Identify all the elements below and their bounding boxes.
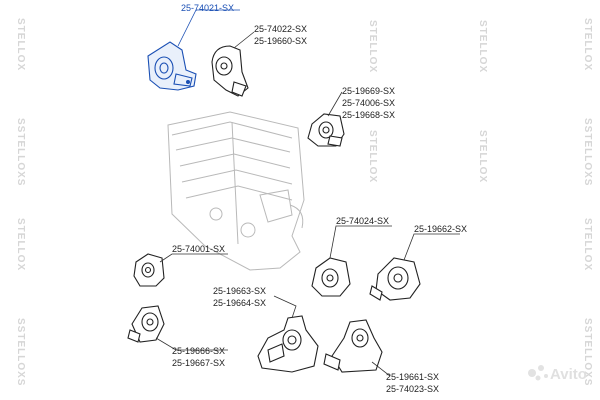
mount-25-74021: 25-74021-SX <box>147 3 240 91</box>
label-25-19664: 25-19664-SX <box>213 298 266 308</box>
watermark-mid-2: STELLOX <box>367 130 378 183</box>
label-25-19666: 25-19666-SX <box>172 346 225 356</box>
mount-25-19669: 25-19669-SX 25-74006-SX 25-19668-SX <box>307 86 395 147</box>
mount-25-74001: 25-74001-SX <box>133 244 228 287</box>
mount-25-19666: 25-19666-SX 25-19667-SX <box>127 305 228 368</box>
watermark-left-4: SSTELLOXS <box>15 318 26 386</box>
watermark-left-1: STELLOX <box>15 18 26 71</box>
watermark-right-1: STELLOX <box>582 18 593 71</box>
label-25-19662: 25-19662-SX <box>414 224 467 234</box>
mount-25-74022: 25-74022-SX 25-19660-SX <box>211 24 307 97</box>
label-25-74006: 25-74006-SX <box>342 98 395 108</box>
engine-outline <box>167 111 305 271</box>
label-25-19660: 25-19660-SX <box>254 36 307 46</box>
mount-25-19661: 25-19661-SX 25-74023-SX <box>323 319 439 394</box>
watermark-mid: STELLOX STELLOX STELLOX STELLOX <box>367 20 488 183</box>
mount-25-74024: 25-74024-SX <box>311 216 392 297</box>
label-25-74024: 25-74024-SX <box>336 216 389 226</box>
mount-25-19663: 25-19663-SX 25-19664-SX <box>213 286 319 373</box>
watermark-right-4: SSTELLOXS <box>582 318 593 386</box>
mount-25-19662: 25-19662-SX <box>369 224 467 301</box>
avito-logo-text: Avito <box>550 366 587 383</box>
label-25-19667: 25-19667-SX <box>172 358 225 368</box>
label-25-19668: 25-19668-SX <box>342 110 395 120</box>
avito-logo: Avito <box>528 365 587 383</box>
watermark-right-2: SSTELLOXS <box>582 118 593 186</box>
label-25-74021: 25-74021-SX <box>181 3 234 13</box>
label-25-74022: 25-74022-SX <box>254 24 307 34</box>
label-25-74023: 25-74023-SX <box>386 384 439 394</box>
watermark-right-3: STELLOX <box>582 218 593 271</box>
watermark-mid-4: STELLOX <box>477 130 488 183</box>
label-25-19669: 25-19669-SX <box>342 86 395 96</box>
label-25-74001: 25-74001-SX <box>172 244 225 254</box>
watermark-mid-3: STELLOX <box>477 20 488 73</box>
watermark-mid-1: STELLOX <box>367 20 378 73</box>
watermark-left-3: STELLOX <box>15 218 26 271</box>
watermark-right: STELLOX SSTELLOXS STELLOX SSTELLOXS <box>582 18 593 386</box>
watermark-left: STELLOX SSTELLOXS STELLOX SSTELLOXS <box>15 18 26 386</box>
label-25-19663: 25-19663-SX <box>213 286 266 296</box>
watermark-left-2: SSTELLOXS <box>15 118 26 186</box>
label-25-19661: 25-19661-SX <box>386 372 439 382</box>
